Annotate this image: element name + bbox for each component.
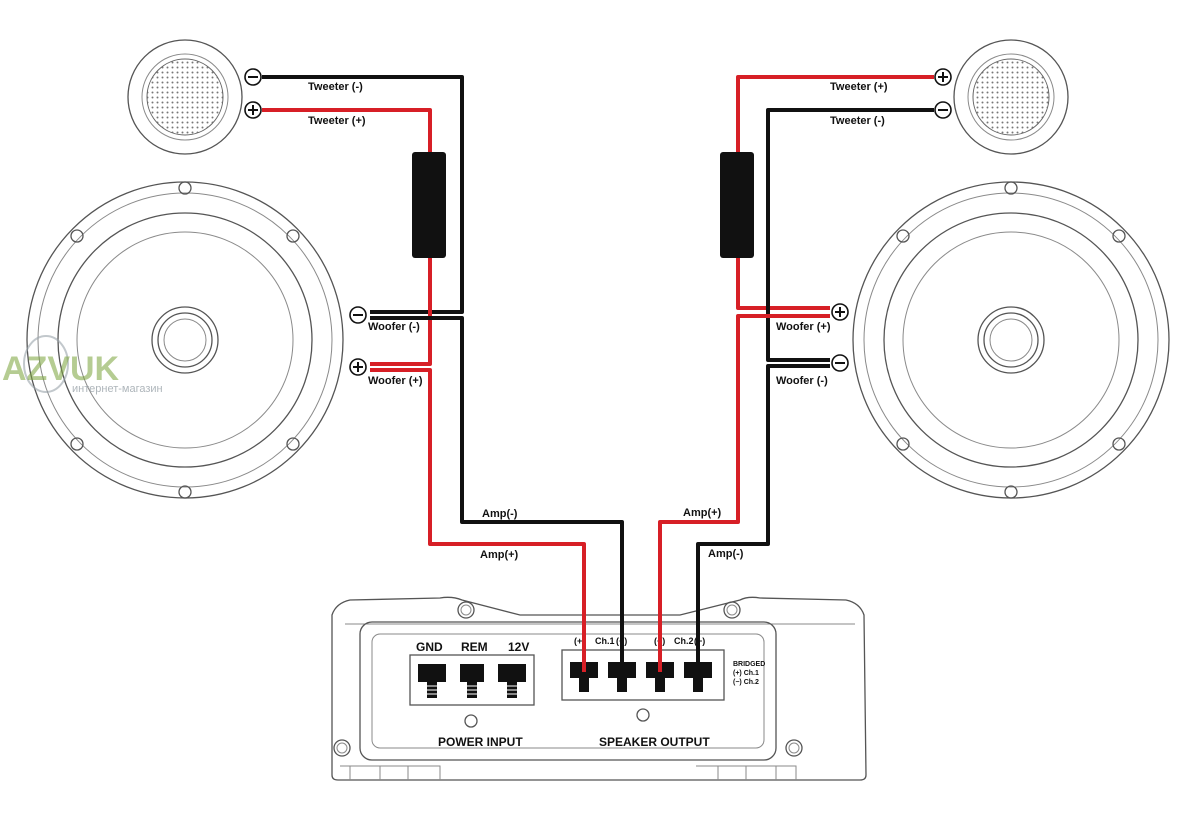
right-woofer-pos-wire — [658, 314, 830, 672]
left-tweeter — [127, 39, 243, 155]
watermark-subtitle: интернет-магазин — [72, 383, 163, 395]
plus-terminal-icon — [934, 68, 952, 86]
right-woofer-pos-label: Woofer (+) — [776, 321, 831, 333]
rem-label: REM — [461, 640, 488, 654]
left-tweeter-pos-label: Tweeter (+) — [308, 115, 366, 127]
screw-terminal-icon — [418, 664, 446, 698]
watermark-text: AZVUK — [2, 350, 120, 388]
left-tweeter-pos-wire — [262, 108, 432, 152]
plus-terminal-icon — [831, 303, 849, 321]
left-crossover-out-wire — [370, 258, 432, 366]
v12-label: 12V — [508, 640, 529, 654]
speaker-output-title: SPEAKER OUTPUT — [599, 735, 710, 749]
watermark-logo: AZVUK интернет-магазин — [2, 335, 163, 395]
right-crossover-icon — [720, 152, 754, 258]
left-amp-neg-label: Amp(-) — [482, 508, 518, 520]
minus-terminal-icon — [349, 306, 367, 324]
ch1-pos-label: (+) — [574, 636, 585, 646]
left-woofer-pos-wire — [370, 368, 586, 672]
plus-terminal-icon — [244, 101, 262, 119]
gnd-label: GND — [416, 640, 443, 654]
right-woofer-neg-wire — [696, 364, 830, 672]
ch1-label: Ch.1 — [595, 636, 615, 646]
power-input-title: POWER INPUT — [438, 735, 523, 749]
right-tweeter-pos-label: Tweeter (+) — [830, 81, 888, 93]
right-amp-neg-label: Amp(-) — [708, 548, 744, 560]
right-tweeter — [953, 39, 1069, 155]
amplifier: GND REM 12V POWER INPUT (+) Ch.1 (−) (+)… — [331, 596, 867, 781]
right-tweeter-neg-wire — [766, 108, 934, 362]
right-woofer-neg-label: Woofer (-) — [776, 375, 828, 387]
left-woofer-neg-wire — [370, 316, 624, 672]
left-tweeter-neg-wire — [262, 75, 464, 314]
ch2-label: Ch.2 — [674, 636, 694, 646]
right-crossover-out-wire — [736, 258, 830, 310]
minus-terminal-icon — [244, 68, 262, 86]
right-tweeter-pos-wire — [736, 75, 934, 152]
screw-terminal-icon — [498, 664, 526, 698]
minus-terminal-icon — [831, 354, 849, 372]
left-tweeter-neg-label: Tweeter (-) — [308, 81, 363, 93]
minus-terminal-icon — [934, 101, 952, 119]
left-woofer-neg-label: Woofer (-) — [368, 321, 420, 333]
screw-terminal-icon — [460, 664, 484, 698]
right-tweeter-neg-label: Tweeter (-) — [830, 115, 885, 127]
right-woofer — [852, 181, 1170, 499]
plus-terminal-icon — [349, 358, 367, 376]
bridged-line1: (+) Ch.1 — [733, 670, 759, 677]
right-amp-pos-label: Amp(+) — [683, 507, 722, 519]
left-crossover-icon — [412, 152, 446, 258]
bridged-title: BRIDGED — [733, 661, 765, 668]
bridged-line2: (−) Ch.2 — [733, 679, 759, 686]
left-woofer — [26, 181, 344, 499]
left-woofer-pos-label: Woofer (+) — [368, 375, 423, 387]
left-amp-pos-label: Amp(+) — [480, 549, 519, 561]
